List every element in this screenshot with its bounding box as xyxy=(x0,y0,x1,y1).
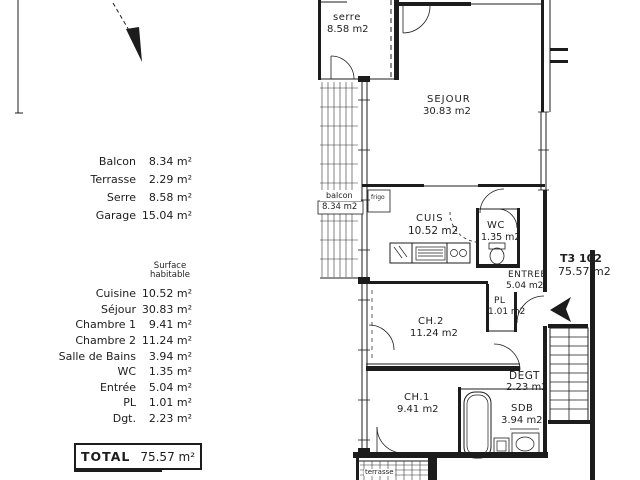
row-value: 2.23 m² xyxy=(148,412,192,426)
entrance-arrow-icon xyxy=(550,297,571,322)
row-label: Cuisine xyxy=(95,287,136,301)
room-area-ch1: 9.41 m2 xyxy=(397,404,439,415)
table-row: Dgt. 2.23 m² xyxy=(0,411,192,427)
row-value: 9.41 m² xyxy=(148,318,192,332)
total-value: 75.57 m² xyxy=(140,449,196,464)
table-row: Entrée 5.04 m² xyxy=(0,380,192,396)
row-value: 1.35 m² xyxy=(148,365,192,379)
row-label: Entrée xyxy=(99,380,136,394)
row-label: Chambre 1 xyxy=(75,318,136,332)
table-row: Chambre 1 9.41 m² xyxy=(0,317,192,333)
total-label: TOTAL xyxy=(80,449,131,464)
room-label-wc: WC xyxy=(487,220,505,231)
row-value: 30.83 m² xyxy=(141,302,192,316)
row-label: Chambre 2 xyxy=(75,334,136,348)
row-label: PL xyxy=(123,396,136,410)
room-label-serre: serre xyxy=(333,12,361,23)
room-area-wc: 1.35 m2 xyxy=(481,232,521,243)
room-area-sdb: 3.94 m2 xyxy=(501,415,543,426)
row-value: 3.94 m² xyxy=(148,349,192,363)
table-row: Chambre 2 11.24 m² xyxy=(0,333,192,349)
row-value: 15.04 m² xyxy=(141,208,192,222)
room-area-pl: 1.01 m2 xyxy=(488,307,526,317)
row-label: WC xyxy=(117,365,136,379)
row-value: 1.01 m² xyxy=(148,396,192,410)
row-value: 8.58 m² xyxy=(148,190,192,204)
room-label-sdb: SDB xyxy=(511,403,534,414)
table-row: Salle de Bains 3.94 m² xyxy=(0,348,192,364)
habitable-header-line1: Surface xyxy=(153,261,187,271)
room-label-pl: PL xyxy=(494,296,506,306)
room-area-cuis: 10.52 m2 xyxy=(408,225,459,237)
room-area-serre: 8.58 m2 xyxy=(327,24,369,35)
row-label: Serre xyxy=(106,190,136,204)
room-area-balcon: 8.34 m2 xyxy=(322,202,358,212)
row-label: Séjour xyxy=(100,302,136,316)
room-area-degt: 2.23 m2 xyxy=(506,382,548,393)
room-label-ch2: CH.2 xyxy=(418,316,444,327)
stairs xyxy=(550,328,588,422)
row-label: Terrasse xyxy=(90,172,136,186)
unit-label-line1: T3 102 xyxy=(560,252,602,265)
total-box: TOTAL 75.57 m² xyxy=(74,443,202,470)
table-row: Balcon 8.34 m² xyxy=(0,152,192,170)
table-row: Serre 8.58 m² xyxy=(0,188,192,206)
row-value: 5.04 m² xyxy=(148,380,192,394)
room-area-ch2: 11.24 m2 xyxy=(410,328,458,339)
row-value: 8.34 m² xyxy=(148,154,192,168)
unit-label-line2: 75.57 m2 xyxy=(558,265,611,278)
fixture-label-frigo: frigo xyxy=(371,194,385,201)
room-label-entree: ENTREE xyxy=(508,270,547,280)
annexes-table: Balcon 8.34 m² Terrasse 2.29 m² Serre 8.… xyxy=(0,152,192,224)
row-label: Balcon xyxy=(98,154,136,168)
habitable-table: Cuisine 10.52 m² Séjour 30.83 m² Chambre… xyxy=(0,286,192,426)
habitable-header-line2: habitable xyxy=(150,269,190,280)
row-label: Garage xyxy=(95,208,136,222)
north-arrow-icon xyxy=(112,2,142,62)
table-row: Garage 15.04 m² xyxy=(0,206,192,224)
room-label-balcon: balcon xyxy=(325,191,354,201)
row-value: 10.52 m² xyxy=(141,287,192,301)
room-label-degt: DEGT xyxy=(509,370,540,382)
room-label-terrasse: terrasse xyxy=(364,468,395,477)
table-row: WC 1.35 m² xyxy=(0,364,192,380)
room-label-ch1: CH.1 xyxy=(404,392,430,403)
table-row: PL 1.01 m² xyxy=(0,395,192,411)
row-label: Dgt. xyxy=(112,412,136,426)
table-row: Cuisine 10.52 m² xyxy=(0,286,192,302)
row-label: Salle de Bains xyxy=(58,349,136,363)
table-row: Terrasse 2.29 m² xyxy=(0,170,192,188)
habitable-header: Surface habitable xyxy=(142,262,198,280)
balcon-hatch xyxy=(320,82,358,277)
total-underline xyxy=(74,470,162,472)
row-value: 11.24 m² xyxy=(141,334,192,348)
room-area-sejour: 30.83 m2 xyxy=(423,106,471,117)
row-value: 2.29 m² xyxy=(148,172,192,186)
table-row: Séjour 30.83 m² xyxy=(0,302,192,318)
room-label-cuis: CUIS xyxy=(416,213,444,224)
room-label-sejour: SEJOUR xyxy=(427,94,471,105)
room-area-entree: 5.04 m2 xyxy=(506,281,544,291)
